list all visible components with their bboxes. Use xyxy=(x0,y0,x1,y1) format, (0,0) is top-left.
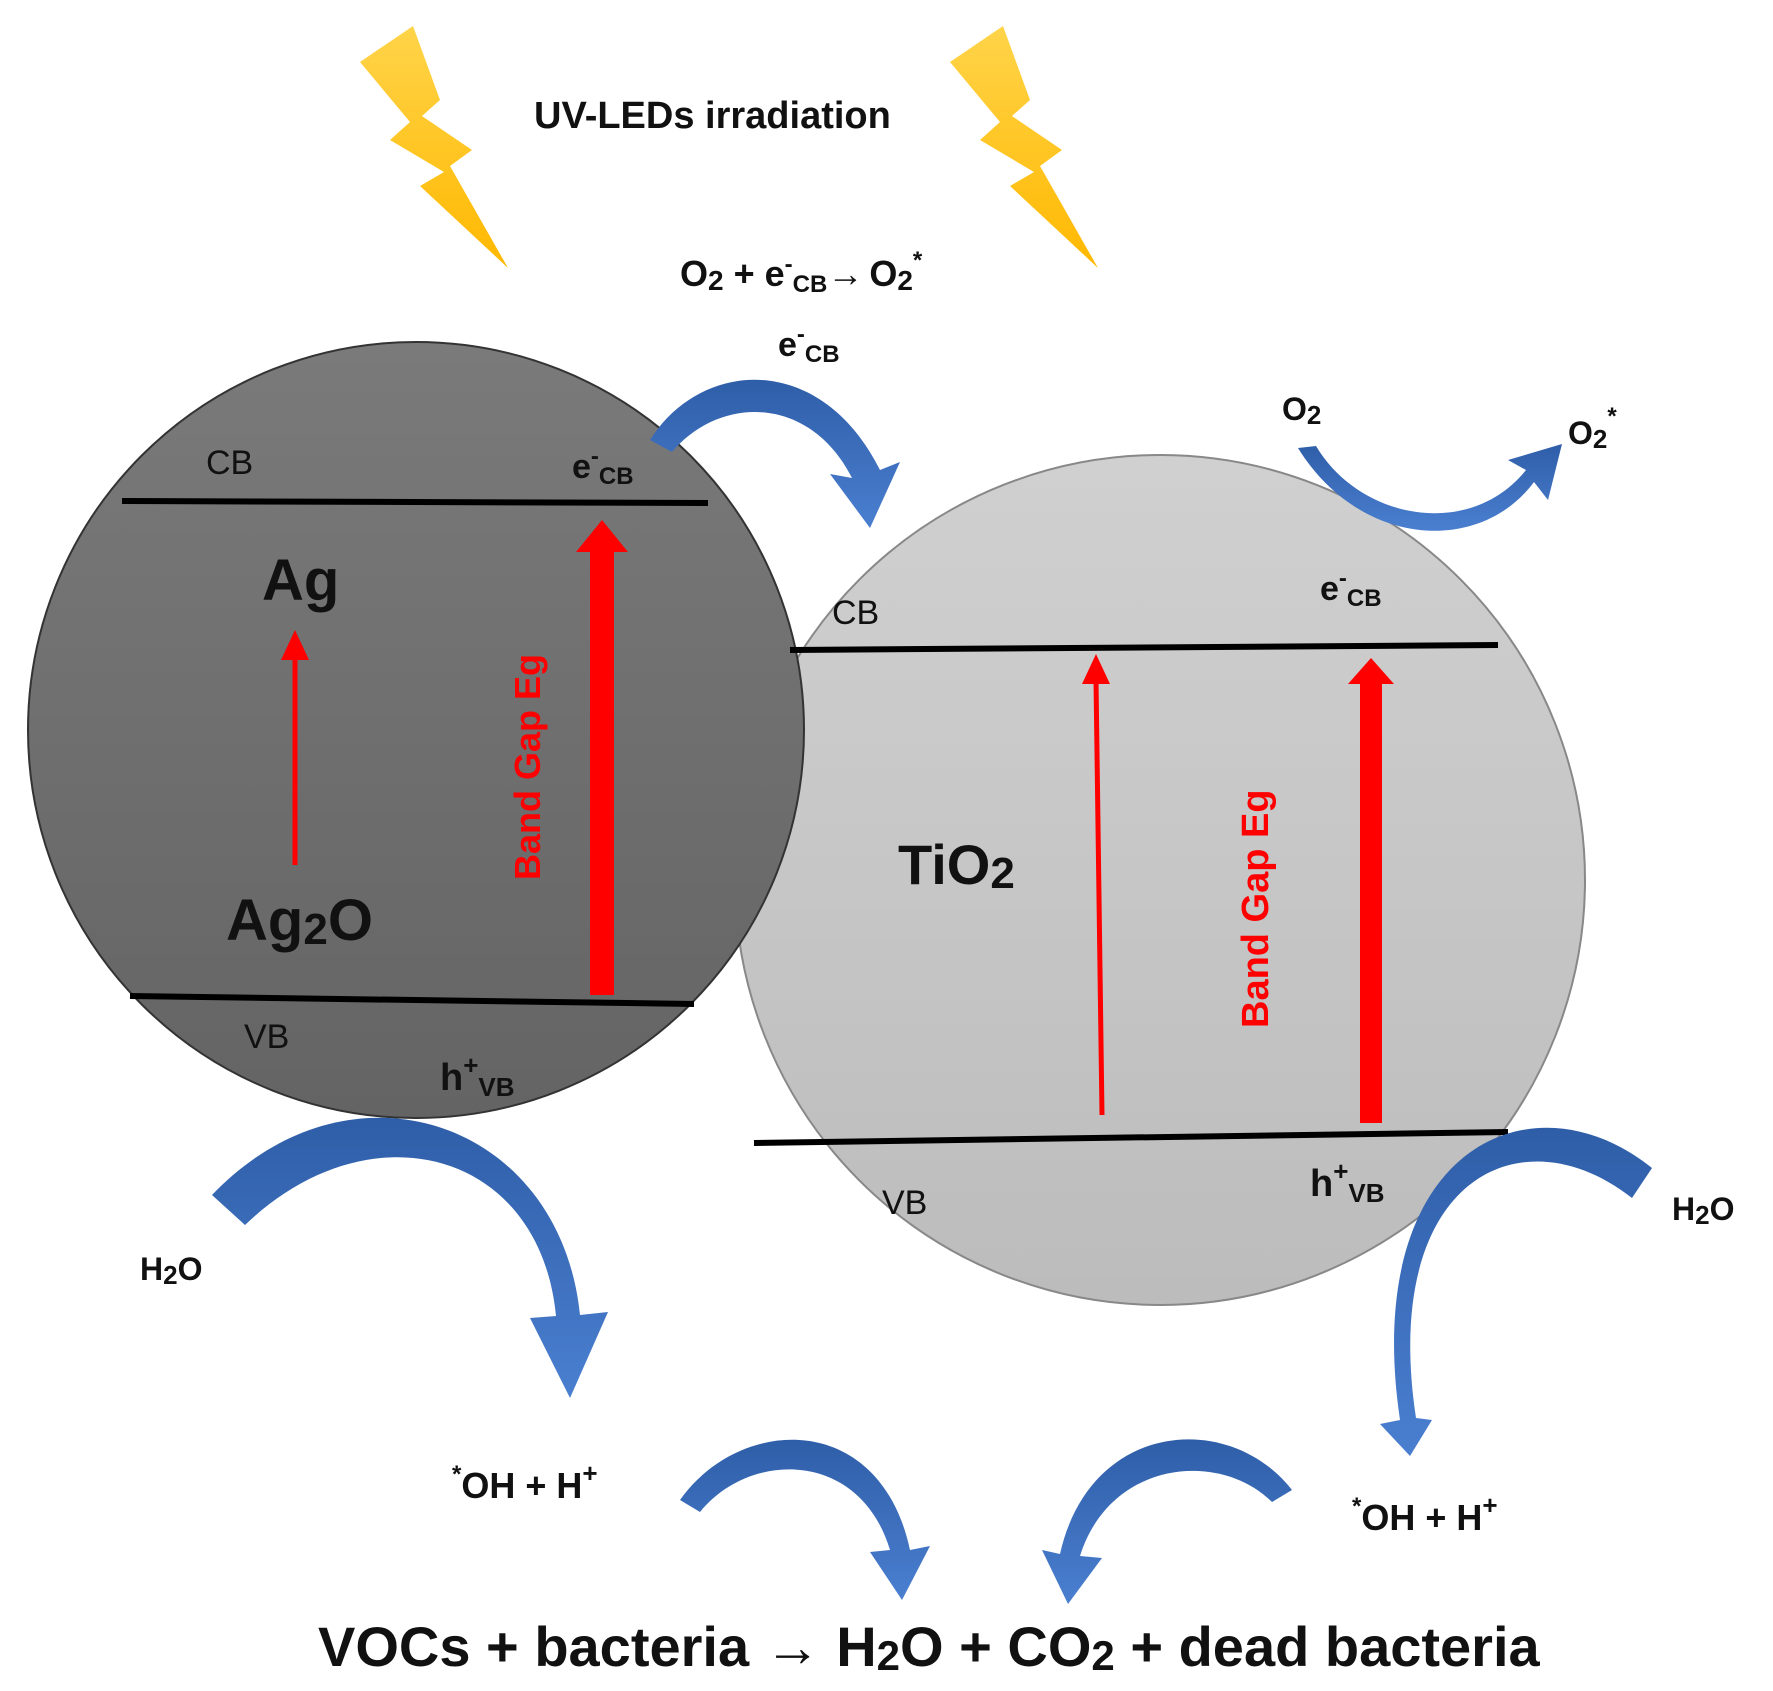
tio2-band-gap-arrowhead xyxy=(1348,658,1394,684)
tio2-label: TiO2 xyxy=(898,833,1015,898)
ag-reduction-arrowhead xyxy=(281,630,309,660)
ag2o-vb-line xyxy=(129,993,695,1007)
o2-radical-label: O2* xyxy=(1568,403,1617,454)
curved-arrow-icon xyxy=(1380,1127,1652,1456)
electron-transfer-label: e-CB xyxy=(778,321,840,368)
tio2-band-gap-label: Band Gap Eg xyxy=(1235,789,1277,1028)
overall-reaction-equation: VOCs + bacteria → H2O + CO2 + dead bacte… xyxy=(318,1615,1541,1679)
tio2-excitation-arrow xyxy=(1093,679,1105,1116)
ag2o-e-cb-label: e-CB xyxy=(572,443,634,490)
curved-arrow-icon xyxy=(650,379,900,528)
irradiation-label: UV-LEDs irradiation xyxy=(534,95,891,137)
o2-label: O2 xyxy=(1282,391,1321,430)
tio2-e-cb-label: e-CB xyxy=(1320,565,1382,612)
curved-arrow-icon xyxy=(1042,1439,1292,1604)
hydroxyl-right-label: *OH + H+ xyxy=(1352,1490,1498,1538)
tio2-h-vb-label: h+VB xyxy=(1310,1156,1385,1208)
ag2o-label: Ag2O xyxy=(226,888,373,954)
ag2o-vb-label: VB xyxy=(244,1018,289,1056)
lightning-bolt-icon xyxy=(360,26,508,268)
tio2-excitation-arrowhead xyxy=(1082,654,1110,684)
ag2o-cb-label: CB xyxy=(206,444,253,482)
curved-arrow-icon xyxy=(1298,444,1562,531)
hydroxyl-left-label: *OH + H+ xyxy=(452,1458,598,1506)
top-reaction-equation: O2 + e-CB→O2* xyxy=(680,247,923,298)
ag2o-band-gap-arrow xyxy=(590,550,614,995)
tio2-band-gap-arrow xyxy=(1360,680,1382,1123)
lightning-bolt-icon xyxy=(950,26,1098,268)
ag2o-cb-line xyxy=(121,498,709,506)
ag2o-band-gap-arrowhead xyxy=(576,520,628,552)
tio2-vb-line xyxy=(753,1129,1509,1146)
ag2o-h-vb-label: h+VB xyxy=(440,1050,515,1102)
tio2-cb-line xyxy=(789,642,1499,653)
tio2-cb-label: CB xyxy=(832,594,879,632)
ag-label: Ag xyxy=(262,548,339,613)
curved-arrow-icon xyxy=(680,1439,930,1600)
curved-arrow-icon xyxy=(212,1117,608,1398)
ag2o-band-gap-label: Band Gap Eg xyxy=(507,654,548,880)
h2o-right-label: H2O xyxy=(1672,1191,1734,1230)
h2o-left-label: H2O xyxy=(140,1251,202,1290)
tio2-vb-label: VB xyxy=(882,1184,927,1222)
